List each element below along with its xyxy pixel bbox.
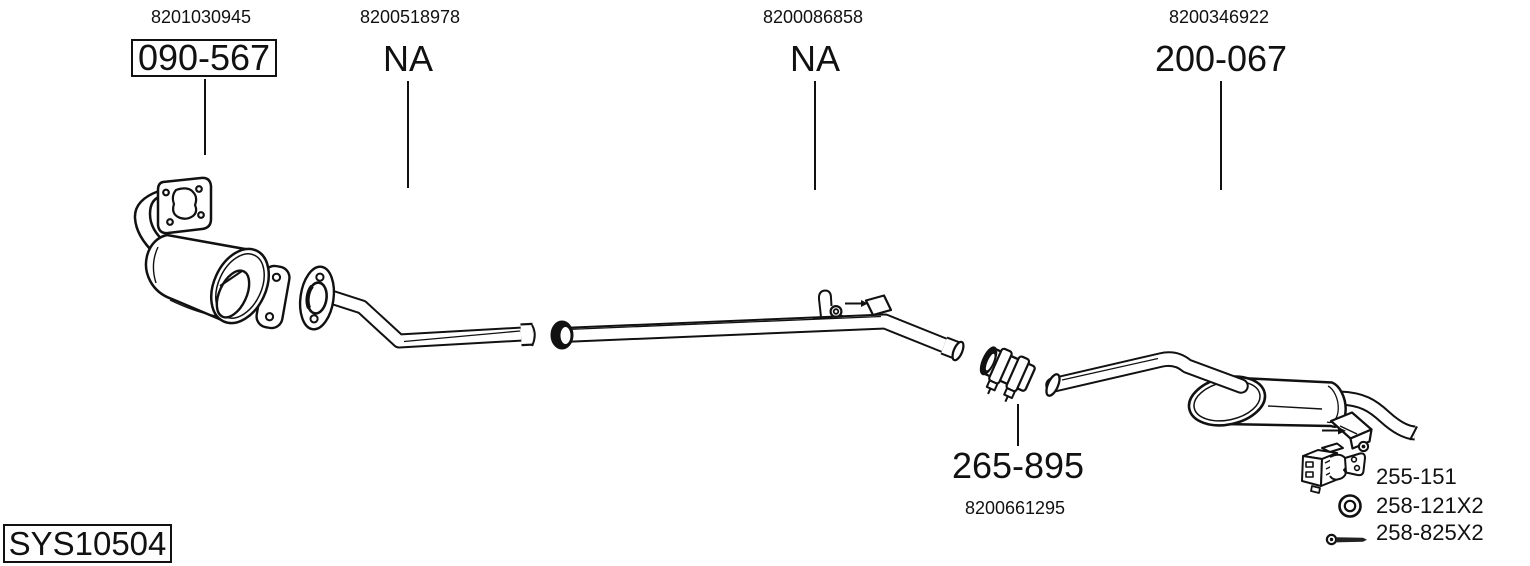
callout-code-centre-pipe: NA — [789, 38, 841, 79]
hardware-icons — [1301, 440, 1370, 546]
mount-position-arrow-icon — [845, 294, 893, 317]
hardware-code-bolt: 258-825X2 — [1376, 520, 1484, 545]
centre-pipe-drawing — [550, 289, 965, 362]
callout-ref-centre-pipe: 8200086858 — [762, 7, 864, 27]
callout-code-rear-silencer: 200-067 — [1154, 38, 1288, 79]
callout-code-clamp: 265-895 — [951, 445, 1085, 486]
silencer-bracket-icon — [1322, 411, 1373, 450]
hardware-code-hanger: 255-151 — [1376, 464, 1457, 489]
callout-ref-rear-silencer: 8200346922 — [1168, 7, 1270, 27]
clamp-drawing — [979, 346, 1036, 403]
bolt-icon — [1325, 533, 1367, 546]
system-code-badge: SYS10504 — [3, 524, 172, 563]
ring-seal-icon — [1338, 494, 1362, 518]
pipe-hanger-icon — [812, 289, 844, 320]
leader-lines — [204, 79, 1222, 446]
callout-ref-front-pipe: 8200518978 — [359, 7, 461, 27]
rear-silencer-drawing — [1045, 351, 1418, 450]
rubber-hanger-bracket-icon — [1301, 440, 1370, 494]
front-pipe-drawing — [298, 265, 536, 349]
callout-code-front-pipe: NA — [382, 38, 434, 79]
callout-code-catalytic-converter: 090-567 — [131, 39, 277, 77]
hardware-code-ring: 258-121X2 — [1376, 493, 1484, 518]
catalytic-converter-drawing — [133, 176, 291, 330]
callout-ref-clamp: 8200661295 — [964, 498, 1066, 518]
callout-ref-catalytic-converter: 8201030945 — [150, 7, 252, 27]
